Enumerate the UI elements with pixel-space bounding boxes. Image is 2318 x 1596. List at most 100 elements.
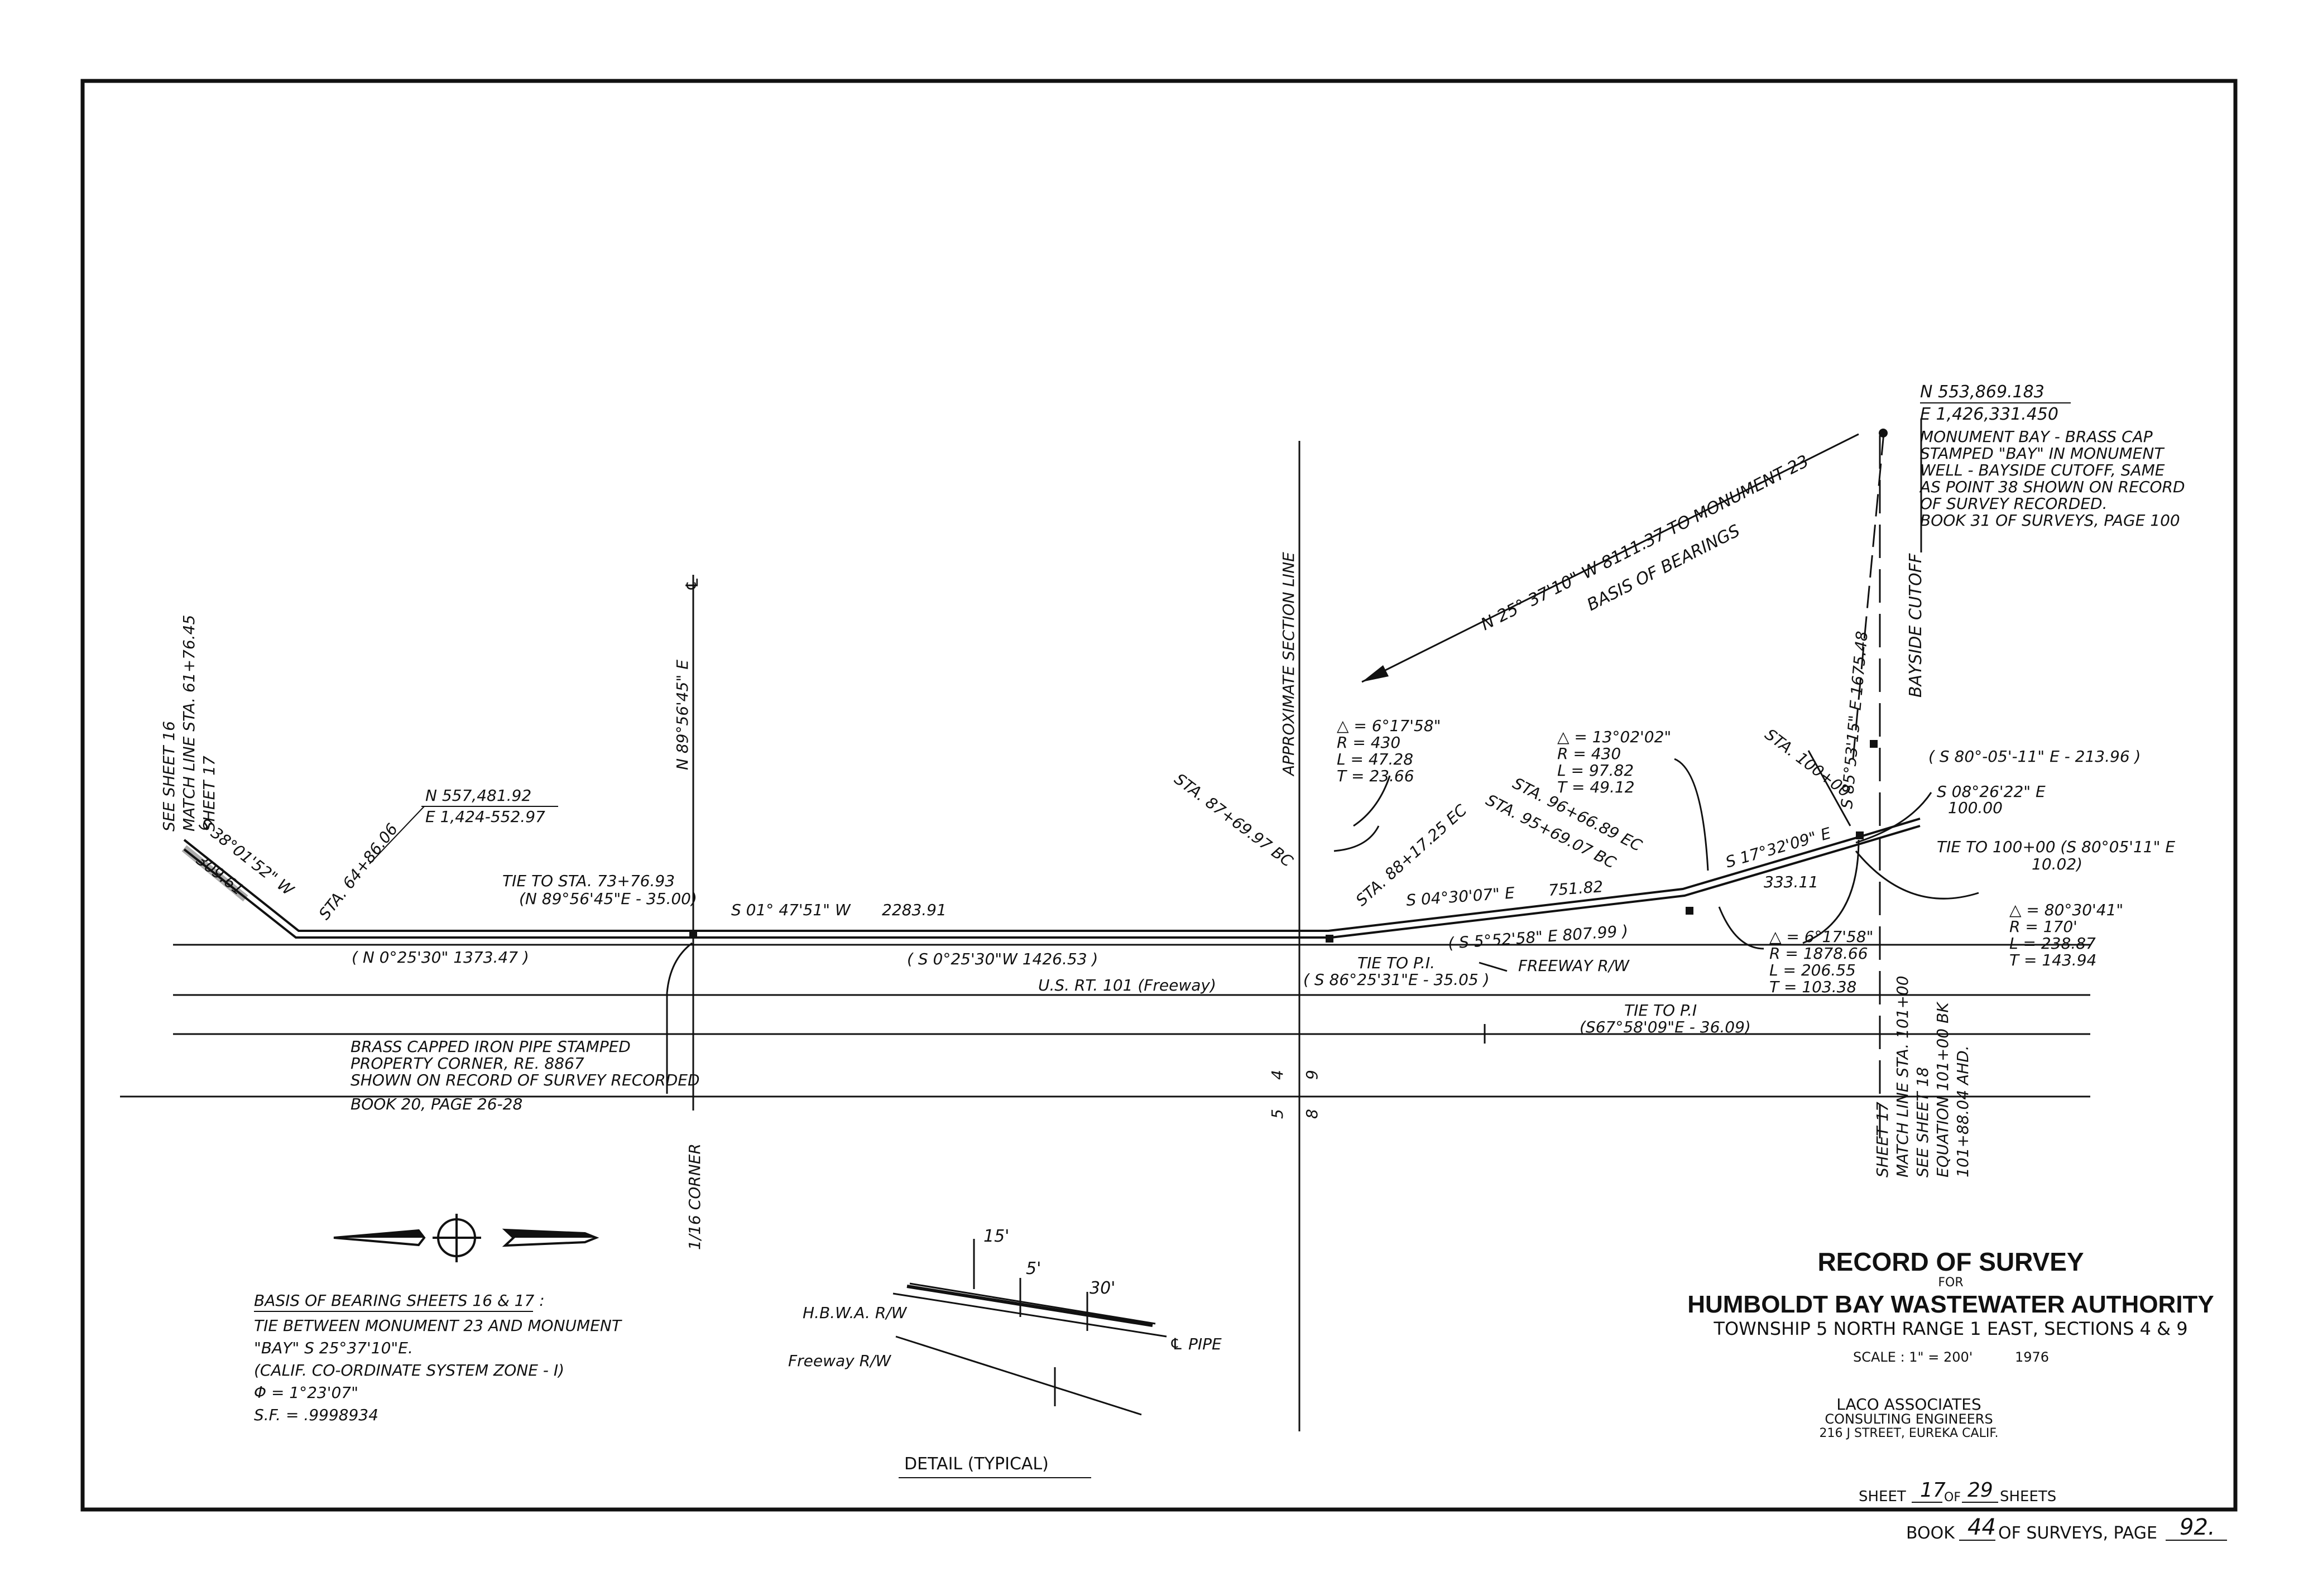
title-block: RECORD OF SURVEY FOR HUMBOLDT BAY WASTEW… bbox=[1687, 1247, 2227, 1543]
tie73-sub: (N 89°56'45"E - 35.00) bbox=[519, 890, 697, 908]
curve1-r: R = 430 bbox=[1337, 733, 1400, 752]
detail-30: 30' bbox=[1090, 1278, 1115, 1298]
scale: SCALE : 1" = 200' bbox=[1853, 1349, 1973, 1365]
main-dist: 2283.91 bbox=[882, 901, 947, 919]
pipe-note-3: SHOWN ON RECORD OF SURVEY RECORDED bbox=[351, 1071, 700, 1089]
s08-dist: 100.00 bbox=[1948, 799, 2003, 817]
detail-freeway: Freeway R/W bbox=[788, 1352, 891, 1370]
approx-section: APPROXIMATE SECTION LINE bbox=[1279, 552, 1298, 777]
match-right-1: SHEET 17 bbox=[1873, 1102, 1892, 1177]
match-left-3: SHEET 17 bbox=[200, 756, 218, 831]
book-prefix: BOOK bbox=[1906, 1523, 1955, 1543]
north-arrow-icon bbox=[333, 1214, 599, 1262]
detail-caption: DETAIL (TYPICAL) bbox=[904, 1454, 1049, 1474]
basis-line-5: S.F. = .9998934 bbox=[254, 1406, 378, 1424]
pipe-note-1: BRASS CAPPED IRON PIPE STAMPED bbox=[351, 1037, 631, 1056]
title: RECORD OF SURVEY bbox=[1817, 1247, 2084, 1276]
sheet-suffix: SHEETS bbox=[2000, 1488, 2056, 1505]
curve-data-3: △ = 6°17'58" R = 1878.66 L = 206.55 T = … bbox=[1769, 927, 1873, 996]
detail-pipe: ℄ PIPE bbox=[1169, 1335, 1222, 1353]
section-4: 4 bbox=[1268, 1070, 1287, 1080]
point-marker bbox=[1686, 907, 1693, 915]
record-2: ( S 0°25'30"W 1426.53 ) bbox=[907, 950, 1098, 968]
sheet-of: OF bbox=[1944, 1491, 1961, 1504]
pipe-note: BRASS CAPPED IRON PIPE STAMPED PROPERTY … bbox=[351, 1037, 700, 1113]
bearing-b2-dist: 751.82 bbox=[1548, 877, 1604, 900]
curve2-r: R = 430 bbox=[1557, 744, 1621, 763]
leader-lines bbox=[666, 758, 1979, 1094]
match-right-4: EQUATION 101+00 BK bbox=[1933, 1001, 1952, 1177]
match-line-right-labels: SHEET 17 MATCH LINE STA. 101+00 SEE SHEE… bbox=[1873, 975, 1972, 1177]
n557: N 557,481.92 bbox=[425, 786, 531, 805]
tie-pi-sub: ( S 86°25'31"E - 35.05 ) bbox=[1303, 970, 1490, 989]
basis-line-2: "BAY" S 25°37'10"E. bbox=[254, 1339, 413, 1357]
curve-data-2: △ = 13°02'02" R = 430 L = 97.82 T = 49.1… bbox=[1557, 728, 1671, 796]
monument-desc-5: OF SURVEY RECORDED. bbox=[1920, 494, 2108, 513]
basis-heading: BASIS OF BEARING SHEETS 16 & 17 : bbox=[254, 1291, 545, 1310]
section-8: 8 bbox=[1303, 1109, 1321, 1119]
detail-5: 5' bbox=[1026, 1259, 1041, 1278]
monument-desc-1: MONUMENT BAY - BRASS CAP bbox=[1920, 427, 2153, 446]
curve2-delta: △ = 13°02'02" bbox=[1557, 728, 1671, 746]
monument-desc-4: AS POINT 38 SHOWN ON RECORD bbox=[1919, 478, 2185, 496]
s80a: ( S 80°-05'-11" E - 213.96 ) bbox=[1928, 747, 2141, 766]
monument-desc-2: STAMPED "BAY" IN MONUMENT bbox=[1920, 444, 2165, 463]
detail-hbwa: H.B.W.A. R/W bbox=[803, 1304, 908, 1322]
curve-data-4: △ = 80°30'41" R = 170' L = 238.87 T = 14… bbox=[2009, 901, 2123, 969]
match-line-left-labels: SEE SHEET 16 MATCH LINE STA. 61+76.45 SH… bbox=[160, 615, 218, 831]
curve4-t: T = 143.94 bbox=[2009, 951, 2096, 969]
firm-name: LACO ASSOCIATES bbox=[1836, 1395, 1981, 1414]
book-number: 44 bbox=[1967, 1515, 1996, 1540]
year: 1976 bbox=[2015, 1349, 2049, 1365]
monument-e: E 1,426,331.450 bbox=[1920, 405, 2058, 424]
highway-lines bbox=[120, 944, 2090, 1098]
monument-note: N 553,869.183 E 1,426,331.450 MONUMENT B… bbox=[1919, 382, 2185, 530]
highway-label: U.S. RT. 101 (Freeway) bbox=[1038, 976, 1216, 994]
book-page: 92. bbox=[2180, 1515, 2215, 1540]
title-for: FOR bbox=[1938, 1276, 1963, 1290]
basis-line-3: (CALIF. CO-ORDINATE SYSTEM ZONE - I) bbox=[254, 1361, 564, 1379]
sheet-border bbox=[80, 79, 2238, 1512]
match-right-2: MATCH LINE STA. 101+00 bbox=[1893, 975, 1912, 1177]
curve3-l: L = 206.55 bbox=[1769, 961, 1856, 979]
pipe-note-4: BOOK 20, PAGE 26-28 bbox=[351, 1095, 522, 1113]
cl-bearing: N 89°56'45" E bbox=[673, 660, 692, 770]
bearing-b3: S 17°32'09" E bbox=[1724, 824, 1834, 871]
tie100: TIE TO 100+00 (S 80°05'11" E bbox=[1937, 838, 2175, 856]
curve3-r: R = 1878.66 bbox=[1769, 944, 1868, 963]
monument-n: N 553,869.183 bbox=[1920, 382, 2045, 402]
basis-line bbox=[1361, 419, 1922, 759]
match-right-5: 101+88.04 AHD. bbox=[1954, 1045, 1972, 1177]
curve3-t: T = 103.38 bbox=[1769, 978, 1856, 996]
s08: S 08°26'22" E bbox=[1937, 782, 2046, 801]
point-marker bbox=[689, 930, 697, 938]
monument-desc-6: BOOK 31 OF SURVEYS, PAGE 100 bbox=[1920, 511, 2180, 530]
curve-data-1: △ = 6°17'58" R = 430 L = 47.28 T = 23.66 bbox=[1337, 717, 1441, 785]
freeway-rw: FREEWAY R/W bbox=[1518, 956, 1630, 975]
curve4-r: R = 170' bbox=[2009, 917, 2077, 936]
sta-87: STA. 87+69.97 BC bbox=[1171, 770, 1297, 871]
curve4-delta: △ = 80°30'41" bbox=[2009, 901, 2123, 919]
match-left-2: MATCH LINE STA. 61+76.45 bbox=[180, 615, 198, 831]
curve2-t: T = 49.12 bbox=[1557, 778, 1635, 796]
tie-pi2-sub: (S67°58'09"E - 36.09) bbox=[1580, 1018, 1751, 1036]
curve4-l: L = 238.87 bbox=[2009, 934, 2096, 953]
point-marker bbox=[1856, 831, 1864, 839]
client-name: HUMBOLDT BAY WASTEWATER AUTHORITY bbox=[1687, 1291, 2214, 1318]
record-1: ( N 0°25'30" 1373.47 ) bbox=[352, 948, 529, 967]
sta-64: STA. 64+86.06 bbox=[315, 820, 402, 923]
curve2-l: L = 97.82 bbox=[1557, 761, 1634, 780]
bearing-b3-dist: 333.11 bbox=[1764, 873, 1818, 891]
detail-15: 15' bbox=[983, 1227, 1009, 1246]
firm-address: 216 J STREET, EUREKA CALIF. bbox=[1820, 1426, 1999, 1440]
curve1-t: T = 23.66 bbox=[1337, 767, 1414, 785]
section-9: 9 bbox=[1303, 1070, 1321, 1080]
bearing-labels: S 38°01'52" W 309.61 STA. 64+86.06 N 557… bbox=[193, 451, 2176, 1036]
sixteenth-corner-label: 1/16 CORNER bbox=[685, 1143, 704, 1250]
record-3: ( S 5°52'58" E 807.99 ) bbox=[1447, 922, 1629, 953]
pipeline-alignment bbox=[181, 750, 1921, 939]
monument-desc-3: WELL - BAYSIDE CUTOFF, SAME bbox=[1920, 461, 2165, 479]
point-marker bbox=[1870, 740, 1878, 748]
cl-symbol: ℄ bbox=[683, 576, 702, 592]
sheet-number: 17 bbox=[1920, 1479, 1946, 1502]
